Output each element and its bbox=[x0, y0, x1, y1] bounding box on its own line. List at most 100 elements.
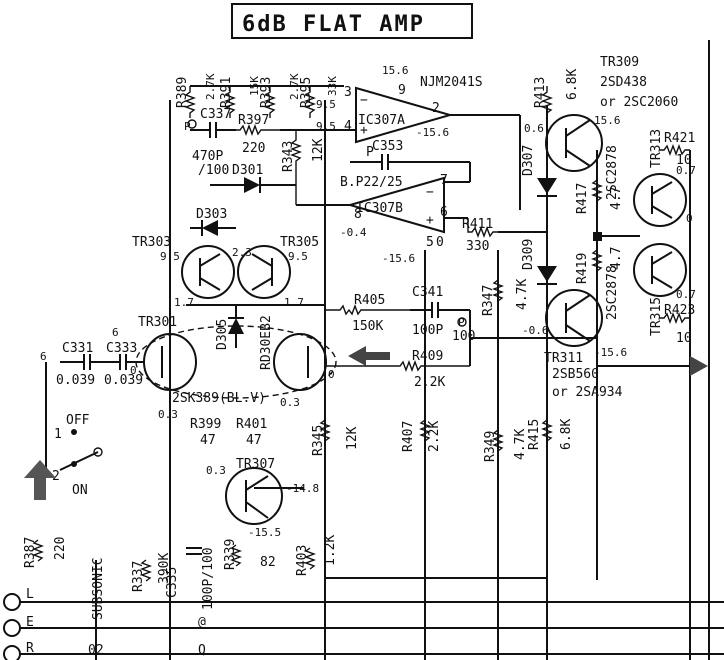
svg-text:2SK389(BL.V): 2SK389(BL.V) bbox=[172, 391, 266, 406]
svg-text:R419: R419 bbox=[575, 253, 590, 284]
transistor-tr311: TR311 2SB560 or 2SA934 -15.6 -0.6 bbox=[522, 289, 627, 400]
resistor-r399: R399 47 bbox=[190, 417, 221, 448]
svg-text:9.5: 9.5 bbox=[160, 250, 180, 263]
svg-text:/100: /100 bbox=[198, 163, 229, 178]
svg-text:2SD438: 2SD438 bbox=[600, 75, 647, 90]
terminal-e: E bbox=[3, 615, 724, 637]
resistor-r391: R391 15K bbox=[219, 76, 261, 118]
svg-text:R349: R349 bbox=[483, 431, 498, 462]
svg-text:-15.6: -15.6 bbox=[594, 346, 627, 359]
diode-d309: D309 bbox=[521, 239, 557, 285]
svg-text:0.7: 0.7 bbox=[676, 164, 696, 177]
diode-d303: D303 bbox=[190, 207, 236, 236]
svg-text:C331: C331 bbox=[62, 341, 93, 356]
svg-text:ON: ON bbox=[72, 483, 88, 498]
svg-text:SUBSONIC: SUBSONIC bbox=[91, 557, 106, 620]
diode-d307: D307 bbox=[521, 145, 557, 197]
svg-text:R401: R401 bbox=[236, 417, 267, 432]
svg-text:TR315: TR315 bbox=[649, 297, 664, 336]
svg-text:R399: R399 bbox=[190, 417, 221, 432]
svg-text:9.5: 9.5 bbox=[316, 98, 336, 111]
terminal-r: R bbox=[3, 641, 724, 660]
svg-text:R343: R343 bbox=[281, 141, 296, 172]
svg-text:D307: D307 bbox=[521, 145, 536, 176]
resistor-r395: R395 33K bbox=[299, 76, 339, 118]
svg-text:10: 10 bbox=[676, 331, 692, 346]
svg-text:E: E bbox=[26, 615, 34, 630]
svg-text:2.3: 2.3 bbox=[232, 246, 252, 259]
svg-text:12K: 12K bbox=[311, 138, 326, 162]
svg-text:R339: R339 bbox=[223, 539, 238, 570]
transistor-tr315: TR315 2SC2878 0.7 bbox=[605, 243, 696, 336]
svg-text:15.6: 15.6 bbox=[382, 64, 409, 77]
svg-text:330: 330 bbox=[466, 239, 489, 254]
svg-text:R397: R397 bbox=[238, 113, 269, 128]
transistor-tr313: TR313 2SC2878 0.7 bbox=[605, 129, 696, 227]
svg-text:0.6: 0.6 bbox=[524, 122, 544, 135]
svg-text:470P: 470P bbox=[192, 149, 223, 164]
opamp-ic307a: − + IC307A 3 4 9 2 15.6 -15.6 9.5 9.5 NJ… bbox=[316, 64, 483, 144]
capacitor-c341: C341 100P 100 bbox=[410, 285, 475, 344]
svg-text:100: 100 bbox=[452, 329, 475, 344]
svg-text:0.3: 0.3 bbox=[158, 408, 178, 421]
resistor-r345: R345 12K bbox=[311, 419, 360, 456]
svg-text:+: + bbox=[360, 123, 368, 138]
resistor-r411: R411 330 bbox=[462, 217, 498, 254]
svg-text:IC307A: IC307A bbox=[358, 113, 405, 128]
resistor-r389: R389 2.7K bbox=[175, 73, 217, 118]
svg-text:C341: C341 bbox=[412, 285, 443, 300]
signal-arrow-right bbox=[690, 356, 708, 376]
svg-text:0.7: 0.7 bbox=[676, 288, 696, 301]
resistor-r343: R343 12K bbox=[281, 130, 326, 205]
capacitor-c333: C333 0.039 bbox=[104, 341, 144, 388]
svg-text:12K: 12K bbox=[345, 426, 360, 450]
svg-text:D301: D301 bbox=[232, 163, 263, 178]
svg-text:7: 7 bbox=[440, 173, 448, 188]
svg-text:0.3: 0.3 bbox=[206, 464, 226, 477]
svg-text:4.7K: 4.7K bbox=[515, 279, 530, 310]
svg-text:R415: R415 bbox=[527, 419, 542, 450]
svg-text:5: 5 bbox=[426, 235, 434, 250]
svg-text:R389: R389 bbox=[175, 77, 190, 108]
svg-text:R407: R407 bbox=[401, 421, 416, 452]
svg-text:C337: C337 bbox=[200, 107, 231, 122]
svg-text:TR311: TR311 bbox=[544, 351, 583, 366]
svg-text:4.7: 4.7 bbox=[609, 187, 624, 210]
svg-text:R393: R393 bbox=[259, 77, 274, 108]
svg-text:15K: 15K bbox=[248, 76, 261, 96]
svg-text:2: 2 bbox=[432, 101, 440, 116]
resistor-r417: R417 4.7 bbox=[575, 179, 624, 214]
svg-text:TR307: TR307 bbox=[236, 457, 275, 472]
svg-text:6: 6 bbox=[440, 205, 448, 220]
resistor-r393: R393 2.7K bbox=[259, 73, 301, 118]
svg-text:0: 0 bbox=[328, 368, 335, 381]
svg-text:C333: C333 bbox=[106, 341, 137, 356]
svg-text:−: − bbox=[426, 185, 434, 200]
svg-text:33K: 33K bbox=[326, 76, 339, 96]
svg-text:D303: D303 bbox=[196, 207, 227, 222]
svg-text:RD30EB2: RD30EB2 bbox=[259, 315, 274, 370]
svg-text:P: P bbox=[458, 316, 465, 329]
svg-text:-0.4: -0.4 bbox=[340, 226, 367, 239]
svg-text:R347: R347 bbox=[481, 285, 496, 316]
svg-text:6: 6 bbox=[112, 326, 119, 339]
svg-text:1.2K: 1.2K bbox=[323, 535, 338, 566]
transistor-tr309: TR309 2SD438 or 2SC2060 15.6 0.6 bbox=[524, 55, 678, 172]
svg-text:D305: D305 bbox=[215, 319, 230, 350]
capacitor-c331: C331 0.039 bbox=[56, 341, 110, 388]
svg-text:-14.8: -14.8 bbox=[286, 482, 319, 495]
svg-text:390K: 390K bbox=[157, 553, 172, 584]
svg-text:2: 2 bbox=[52, 469, 60, 484]
input-switch[interactable]: OFF ON 1 2 bbox=[52, 413, 103, 498]
svg-text:0.039: 0.039 bbox=[56, 373, 95, 388]
svg-text:02: 02 bbox=[88, 643, 104, 658]
svg-text:-15.5: -15.5 bbox=[248, 526, 281, 539]
resistor-r349: R349 4.7K bbox=[483, 429, 528, 462]
svg-text:NJM2041S: NJM2041S bbox=[420, 75, 483, 90]
resistor-r423: R423 10 bbox=[660, 303, 695, 346]
signal-arrow-left bbox=[348, 346, 390, 366]
title-box bbox=[231, 3, 473, 39]
resistor-r401: R401 47 bbox=[236, 417, 267, 448]
svg-text:150K: 150K bbox=[352, 319, 383, 334]
diode-d305: D305 RD30EB2 bbox=[215, 305, 274, 370]
